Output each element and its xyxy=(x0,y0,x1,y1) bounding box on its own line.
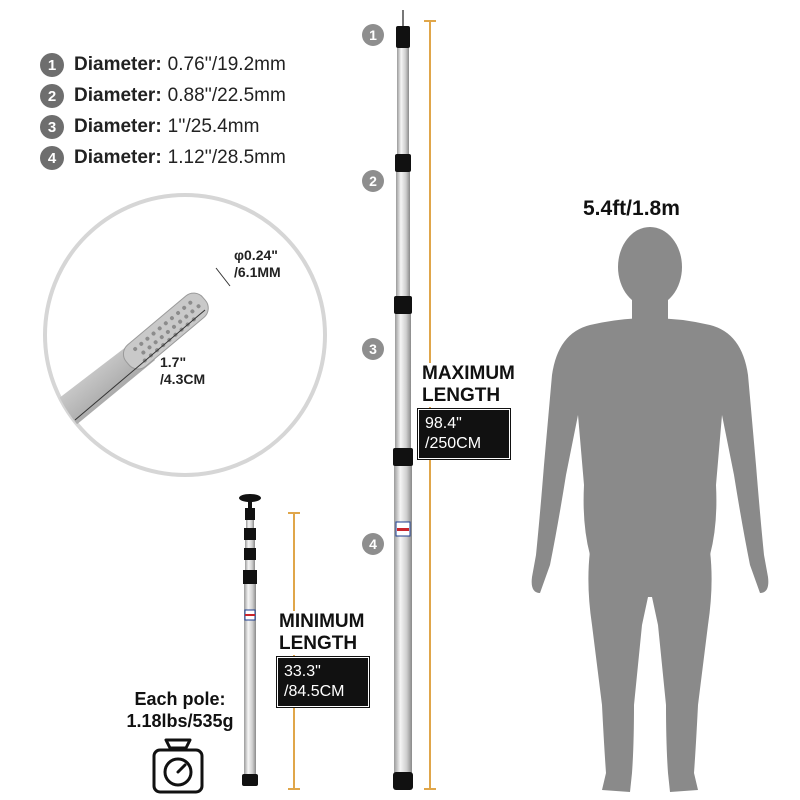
spec-item: 1 Diameter: 0.76''/19.2mm xyxy=(40,53,286,77)
spec-item: 2 Diameter: 0.88''/22.5mm xyxy=(40,84,286,108)
spec-label: Diameter: xyxy=(74,85,162,106)
spec-value: 0.88''/22.5mm xyxy=(167,85,286,106)
number-badge: 2 xyxy=(40,84,64,108)
tip-diameter-mm: /6.1MM xyxy=(234,264,281,280)
tip-length-cm: /4.3CM xyxy=(160,371,206,387)
number-badge: 3 xyxy=(40,115,64,139)
segment-badge: 2 xyxy=(362,170,384,192)
maximum-value-inch: 98.4" xyxy=(425,415,462,432)
spec-label: Diameter: xyxy=(74,54,162,75)
maximum-value-cm: /250CM xyxy=(425,435,482,452)
number-badge: 1 xyxy=(40,53,64,77)
extended-pole xyxy=(393,10,413,790)
minimum-value-cm: /84.5CM xyxy=(284,683,345,700)
maximum-title-line1: MAXIMUM xyxy=(422,363,515,384)
weight-label: Each pole: 1.18lbs/535g xyxy=(115,688,245,732)
tip-detail-illustration xyxy=(43,193,327,477)
segment-badge: 4 xyxy=(362,533,384,555)
human-silhouette xyxy=(531,227,769,792)
detail-circle xyxy=(43,193,327,477)
scale-icon xyxy=(152,738,204,794)
minimum-length-title: MINIMUM LENGTH xyxy=(275,611,369,655)
maximum-title-line2: LENGTH xyxy=(422,385,501,406)
spec-label: Diameter: xyxy=(74,147,162,168)
segment-badge: 3 xyxy=(362,338,384,360)
diameter-dimension-line xyxy=(215,267,231,287)
weight-line2: 1.18lbs/535g xyxy=(126,711,234,731)
maximum-length-title: MAXIMUM LENGTH xyxy=(418,363,519,407)
spec-value: 1''/25.4mm xyxy=(167,116,260,137)
spec-value: 0.76''/19.2mm xyxy=(167,54,286,75)
minimum-title-line2: LENGTH xyxy=(279,633,358,654)
number-badge: 4 xyxy=(40,146,64,170)
spec-item: 4 Diameter: 1.12''/28.5mm xyxy=(40,146,286,170)
minimum-value-inch: 33.3" xyxy=(284,663,321,680)
tip-length-inch: 1.7" xyxy=(160,354,187,370)
minimum-length-value-box: 33.3" /84.5CM xyxy=(276,656,370,708)
spec-item: 3 Diameter: 1''/25.4mm xyxy=(40,115,259,139)
maximum-length-value-box: 98.4" /250CM xyxy=(417,408,511,460)
weight-line1: Each pole: xyxy=(134,689,226,709)
spec-label: Diameter: xyxy=(74,116,162,137)
tip-diameter-inch: φ0.24" xyxy=(234,247,278,263)
segment-badge: 1 xyxy=(362,24,384,46)
tip-length-label: 1.7" /4.3CM xyxy=(160,354,205,388)
collapsed-pole xyxy=(239,494,261,786)
spec-value: 1.12''/28.5mm xyxy=(167,147,286,168)
tip-diameter-label: φ0.24" /6.1MM xyxy=(234,247,281,281)
length-dimension-line xyxy=(74,309,206,421)
minimum-title-line1: MINIMUM xyxy=(279,611,365,632)
person-height-label: 5.4ft/1.8m xyxy=(583,197,680,220)
